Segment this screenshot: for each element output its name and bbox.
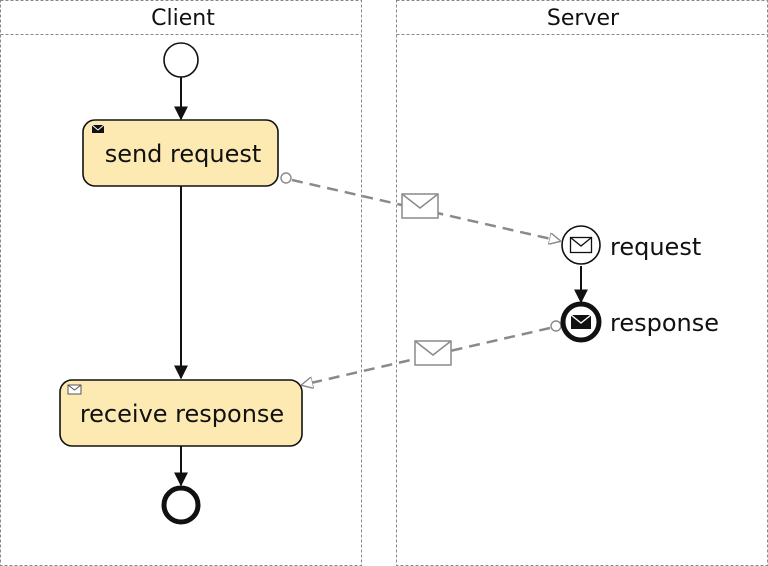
message-flow-response[interactable] [302,320,562,385]
envelope-filled-icon [570,314,592,329]
start-event[interactable] [163,42,199,78]
event-label-response: response [610,309,719,337]
task-label-receive-response: receive response [80,400,284,428]
end-event[interactable] [161,485,201,525]
lane-title-client: Client [151,6,215,31]
task-send-request[interactable]: send request [82,119,279,187]
envelope-outline-icon [67,384,82,395]
message-flows [280,172,562,385]
task-receive-response[interactable]: receive response [59,379,303,447]
envelope-filled-icon [91,124,105,133]
event-response[interactable]: response [560,301,719,343]
sequence-flows [174,77,588,487]
message-flow-request[interactable] [280,172,560,241]
message-envelope-icon [401,193,439,219]
event-label-request: request [610,233,701,261]
event-request[interactable]: request [561,225,701,265]
lane-title-server: Server [547,6,620,31]
message-envelope-icon [414,340,452,366]
task-label-send-request: send request [105,140,262,168]
envelope-outline-icon [569,236,593,254]
